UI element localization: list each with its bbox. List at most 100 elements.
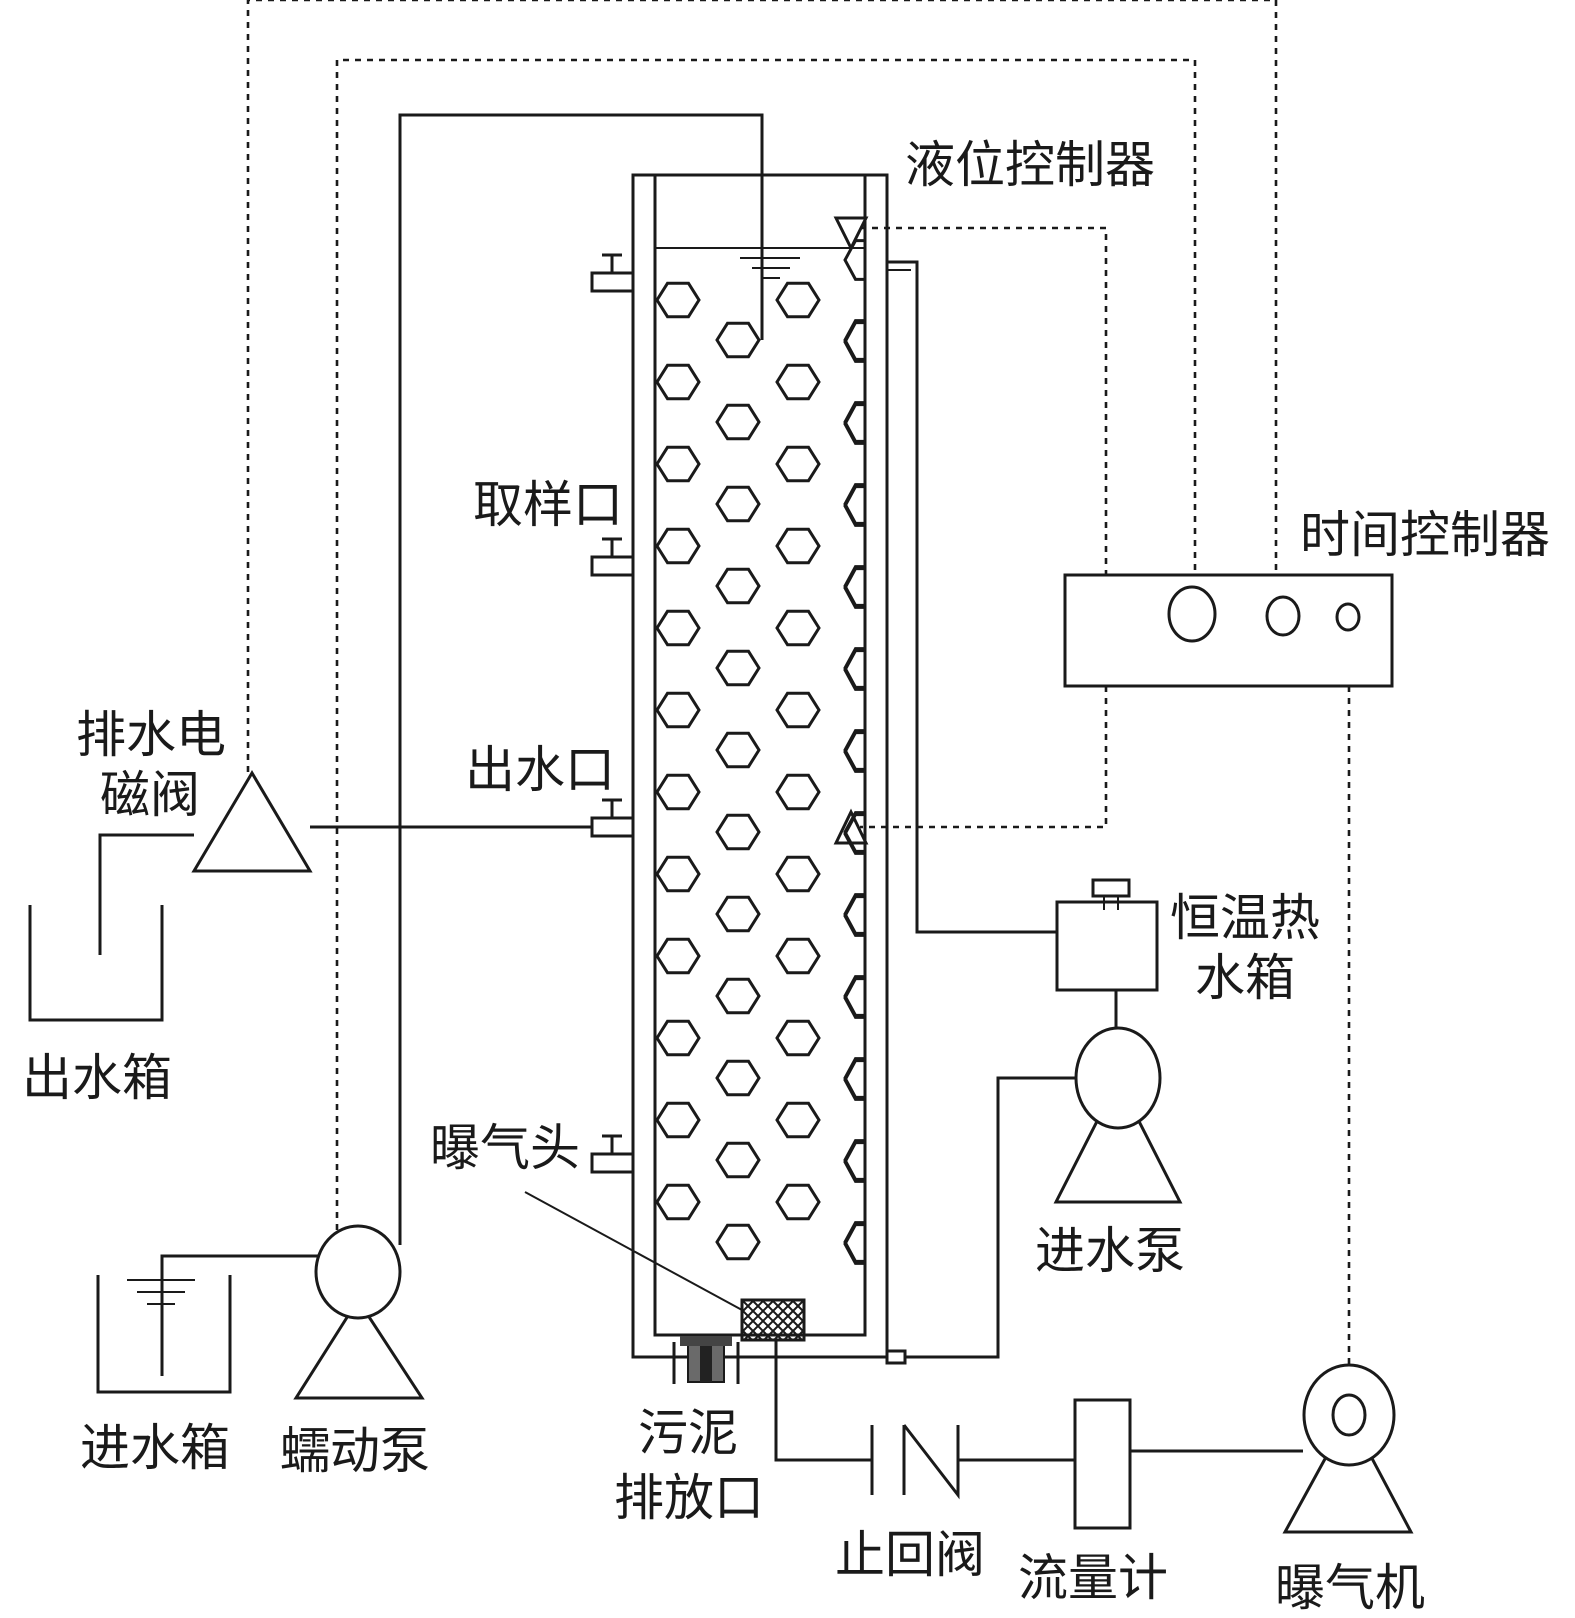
inlet-pipe — [905, 1076, 1076, 1359]
signal-line-drain-valve — [246, 0, 1278, 773]
side-ports — [590, 253, 633, 1174]
label-sludge-outlet-line2: 排放口 — [614, 1469, 764, 1527]
drain-pipe — [98, 833, 194, 955]
signal-line-peristaltic-pump — [335, 58, 1197, 1230]
carrier-hexagon — [775, 609, 821, 647]
sampling-port — [590, 537, 633, 577]
suction-pipe — [160, 1254, 318, 1376]
label-water-bath-line1: 恒温热 — [1170, 889, 1320, 947]
carrier-hexagon — [715, 1059, 761, 1097]
aerator-base — [1282, 1411, 1414, 1534]
carrier-hexagon — [655, 937, 701, 975]
port-bottom — [590, 1134, 633, 1174]
carrier-hexagon — [775, 691, 821, 729]
carrier-hexagon-partial — [843, 567, 865, 609]
label-drain-valve-line1: 排水电 — [76, 706, 226, 764]
level-sensor-top — [833, 216, 869, 252]
carrier-hexagon-partial — [843, 813, 865, 855]
carrier-hexagon — [715, 731, 761, 769]
inlet-pump-base — [1053, 1076, 1183, 1204]
label-level-controller: 液位控制器 — [905, 136, 1155, 194]
carrier-hexagon — [775, 1019, 821, 1057]
label-influent-tank: 进水箱 — [80, 1419, 230, 1477]
label-sampling-port: 取样口 — [473, 476, 623, 534]
label-aeration-head: 曝气头 — [430, 1119, 580, 1177]
inlet-pump — [1074, 1026, 1162, 1130]
influent-tank — [96, 1275, 232, 1394]
carrier-hexagon — [715, 649, 761, 687]
label-inlet-pump: 进水泵 — [1035, 1222, 1185, 1280]
carrier-hexagon — [775, 527, 821, 565]
water-bath-box — [1055, 900, 1159, 992]
label-peristaltic-pump: 蠕动泵 — [280, 1422, 430, 1480]
label-water-bath-line2: 水箱 — [1195, 949, 1295, 1007]
carrier-hexagon — [655, 1101, 701, 1139]
peristaltic-pump — [314, 1224, 402, 1320]
feed-pipe — [398, 113, 764, 1245]
carrier-hexagon-partial — [843, 1141, 865, 1183]
port-top — [590, 253, 633, 293]
carrier-hexagon — [655, 445, 701, 483]
carrier-hexagon — [715, 567, 761, 605]
aerator — [1302, 1363, 1396, 1467]
inlet-fitting — [885, 1349, 907, 1365]
carrier-hexagon — [775, 1101, 821, 1139]
carrier-hexagon — [715, 977, 761, 1015]
signal-line-level-bottom — [860, 686, 1108, 829]
time-controller-knob-medium — [1265, 595, 1301, 637]
carrier-hexagon-partial — [843, 403, 865, 445]
label-outlet-port: 出水口 — [465, 741, 615, 799]
carrier-hexagon — [715, 895, 761, 933]
label-flow-meter: 流量计 — [1018, 1549, 1168, 1607]
label-effluent-tank: 出水箱 — [22, 1049, 172, 1107]
labels: 液位控制器 时间控制器 取样口 出水口 排水电 磁阀 出水箱 进水箱 蠕动泵 曝… — [22, 136, 1550, 1617]
suspended-carrier-media — [655, 239, 865, 1265]
carrier-hexagon — [655, 363, 701, 401]
label-time-controller: 时间控制器 — [1300, 506, 1550, 564]
time-controller-box — [1063, 573, 1394, 688]
carrier-hexagon-partial — [843, 239, 865, 281]
carrier-hexagon — [655, 855, 701, 893]
carrier-hexagon-partial — [843, 977, 865, 1019]
carrier-hexagon — [715, 1223, 761, 1261]
carrier-hexagon — [655, 691, 701, 729]
carrier-hexagon — [715, 321, 761, 359]
control-signal-lines — [246, 0, 1351, 1365]
sludge-discharge-outlet — [672, 1336, 740, 1384]
carrier-hexagon — [655, 1019, 701, 1057]
carrier-hexagon — [775, 1183, 821, 1221]
outlet-port — [590, 798, 633, 838]
carrier-hexagon-partial — [843, 321, 865, 363]
carrier-hexagon-partial — [843, 485, 865, 527]
label-drain-valve-line2: 磁阀 — [100, 766, 200, 824]
carrier-hexagon — [655, 527, 701, 565]
aeration-head — [740, 1298, 806, 1342]
label-sludge-outlet-line1: 污泥 — [638, 1404, 738, 1462]
check-valve — [870, 1424, 960, 1500]
carrier-hexagon — [655, 1183, 701, 1221]
carrier-hexagon — [775, 445, 821, 483]
peristaltic-pump-base — [293, 1297, 425, 1400]
reactor-column — [631, 173, 889, 1359]
drain-solenoid-valve — [191, 770, 313, 873]
carrier-hexagon — [715, 485, 761, 523]
carrier-hexagon — [775, 363, 821, 401]
carrier-hexagon — [775, 937, 821, 975]
carrier-hexagon — [655, 281, 701, 319]
carrier-hexagon — [715, 1141, 761, 1179]
time-controller-knob-small — [1335, 602, 1361, 632]
signal-line-level-top — [860, 226, 1108, 575]
level-sensor-bottom — [833, 808, 869, 845]
water-bath-lid — [1091, 878, 1131, 898]
carrier-hexagon — [715, 813, 761, 851]
heating-return-pipe — [887, 260, 1057, 934]
label-aerator: 曝气机 — [1275, 1559, 1425, 1617]
carrier-hexagon — [655, 773, 701, 811]
carrier-hexagon-partial — [843, 649, 865, 691]
carrier-hexagon-partial — [843, 731, 865, 773]
carrier-hexagon-partial — [843, 1223, 865, 1265]
carrier-hexagon — [655, 609, 701, 647]
label-check-valve: 止回阀 — [835, 1526, 985, 1584]
carrier-hexagon — [715, 403, 761, 441]
